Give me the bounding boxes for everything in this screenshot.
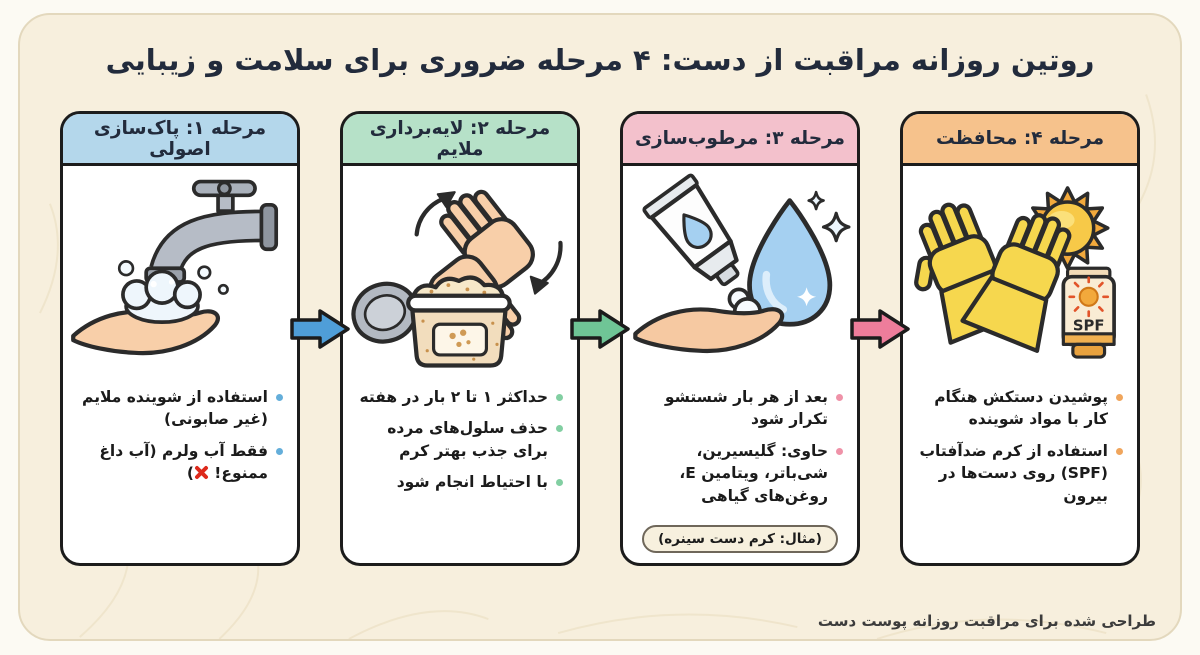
flow-arrow-icon bbox=[849, 307, 911, 351]
step2-bullets: حداکثر ۱ تا ۲ بار در هفته حذف سلول‌های م… bbox=[343, 386, 577, 563]
bullet-dot bbox=[836, 394, 843, 401]
steps-row: مرحله ۱: پاک‌سازی اصولی bbox=[60, 111, 1140, 566]
open-palm-hand bbox=[633, 307, 785, 354]
spf-label: SPF bbox=[1073, 318, 1105, 335]
bullet-text: حداکثر ۱ تا ۲ بار در هفته bbox=[359, 388, 548, 406]
bullet-item: با احتیاط انجام شود bbox=[353, 471, 563, 493]
cream-tube-icon bbox=[642, 173, 740, 287]
bullet-dot bbox=[556, 425, 563, 433]
infographic-board: روتین روزانه مراقبت از دست: ۴ مرحله ضرور… bbox=[18, 13, 1182, 641]
step1-bullets: استفاده از شوینده ملایم (غیر صابونی) فقط… bbox=[63, 386, 297, 563]
step4-card: مرحله ۴: محافظت bbox=[900, 111, 1140, 566]
forbidden-x-icon bbox=[194, 466, 208, 480]
bullet-item: حداکثر ۱ تا ۲ بار در هفته bbox=[353, 386, 563, 408]
bullet-text: حاوی: گلیسیرین، شی‌باتر، ویتامین E، روغن… bbox=[679, 441, 828, 505]
sparkle-icon bbox=[807, 190, 851, 243]
bullet-text: بعد از هر بار شستشو تکرار شود bbox=[664, 388, 828, 429]
bullet-dot bbox=[1116, 394, 1123, 401]
bullet-text: فقط آب ولرم (آب داغ ممنوع! ) bbox=[99, 441, 268, 483]
bullet-text: استفاده از شوینده ملایم (غیر صابونی) bbox=[82, 388, 268, 429]
bullet-item: استفاده از شوینده ملایم (غیر صابونی) bbox=[73, 386, 283, 431]
bullet-item: بعد از هر بار شستشو تکرار شود bbox=[633, 386, 843, 431]
page-title: روتین روزانه مراقبت از دست: ۴ مرحله ضرور… bbox=[105, 43, 1095, 77]
example-badge: (مثال: کرم دست سینره) bbox=[642, 525, 838, 553]
step4-bullets: پوشیدن دستکش هنگام کار با مواد شوینده اس… bbox=[903, 386, 1137, 563]
hand-washing-illustration bbox=[63, 166, 297, 376]
bullet-dot bbox=[276, 447, 283, 455]
bullet-dot bbox=[276, 394, 283, 401]
step2-header: مرحله ۲: لایه‌برداری ملایم bbox=[343, 114, 577, 166]
bullet-item: فقط آب ولرم (آب داغ ممنوع! ) bbox=[73, 440, 283, 485]
step2-card: مرحله ۲: لایه‌برداری ملایم bbox=[340, 111, 580, 566]
bullet-text: پوشیدن دستکش هنگام کار با مواد شوینده bbox=[934, 388, 1108, 429]
step3-bullets: بعد از هر بار شستشو تکرار شود حاوی: گلیس… bbox=[623, 386, 857, 523]
step1-card: مرحله ۱: پاک‌سازی اصولی bbox=[60, 111, 300, 566]
step1-header: مرحله ۱: پاک‌سازی اصولی bbox=[63, 114, 297, 166]
moisturizing-illustration bbox=[623, 166, 857, 376]
step3-header: مرحله ۳: مرطوب‌سازی bbox=[623, 114, 857, 166]
rotation-arrows-icon bbox=[414, 191, 563, 295]
protection-illustration: SPF bbox=[903, 166, 1137, 376]
spf-sun-glyph bbox=[1068, 276, 1110, 318]
bullet-item: استفاده از کرم ضدآفتاب (SPF) روی دست‌ها … bbox=[913, 440, 1123, 507]
bullet-item: پوشیدن دستکش هنگام کار با مواد شوینده bbox=[913, 386, 1123, 431]
step4-header: مرحله ۴: محافظت bbox=[903, 114, 1137, 166]
footer-note: طراحی شده برای مراقبت روزانه پوست دست bbox=[817, 612, 1156, 630]
step3-card: مرحله ۳: مرطوب‌سازی bbox=[620, 111, 860, 566]
bullet-text: استفاده از کرم ضدآفتاب (SPF) روی دست‌ها … bbox=[919, 441, 1108, 505]
bullet-dot bbox=[556, 479, 563, 487]
scrub-jar-icon bbox=[351, 275, 512, 368]
exfoliation-illustration bbox=[343, 166, 577, 376]
bullet-text: حذف سلول‌های مرده برای جذب بهتر کرم bbox=[387, 419, 548, 460]
soap-foam-bubbles bbox=[117, 260, 229, 325]
faucet-icon bbox=[144, 179, 279, 284]
flow-arrow-icon bbox=[569, 307, 631, 351]
rubber-gloves-icon bbox=[914, 202, 1072, 353]
bullet-item: حاوی: گلیسیرین، شی‌باتر، ویتامین E، روغن… bbox=[633, 440, 843, 507]
bullet-item: حذف سلول‌های مرده برای جذب بهتر کرم bbox=[353, 417, 563, 462]
flow-arrow-icon bbox=[289, 307, 351, 351]
bullet-dot bbox=[836, 447, 843, 455]
water-drop-icon bbox=[747, 198, 833, 327]
bullet-dot bbox=[1116, 447, 1123, 455]
bullet-text: با احتیاط انجام شود bbox=[396, 473, 548, 492]
bullet-dot bbox=[556, 394, 563, 401]
spf-tube-icon: SPF bbox=[1061, 266, 1116, 359]
